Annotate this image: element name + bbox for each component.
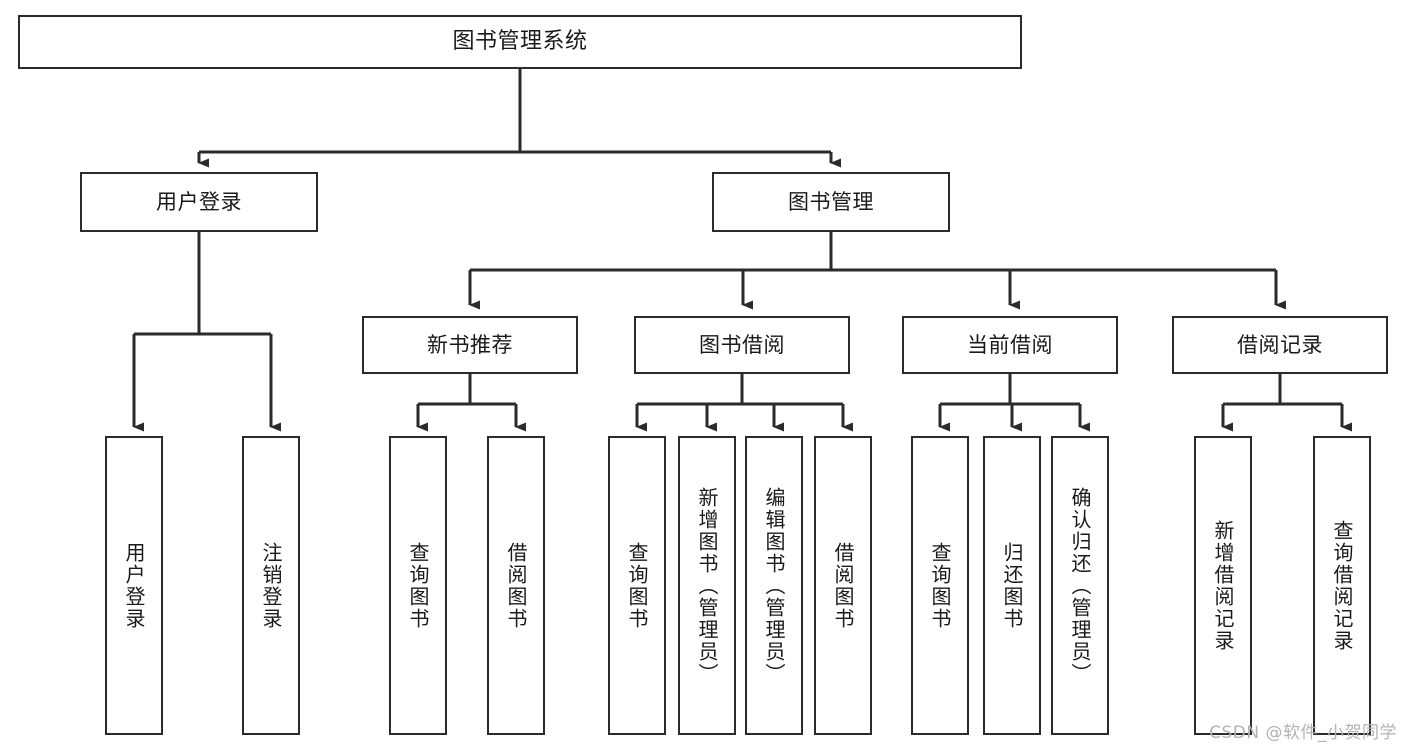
node-label: 用户登录 xyxy=(156,189,242,214)
leaf-borrow-book-recommendation[interactable]: 借阅图书 xyxy=(487,436,545,735)
leaf-add-borrow-record[interactable]: 新增借阅记录 xyxy=(1194,436,1252,735)
node-label: 图书借阅 xyxy=(699,332,785,357)
node-label: 图书管理系统 xyxy=(452,28,588,54)
node-label: 新增图书（管理员） xyxy=(695,486,719,685)
node-label: 查询图书 xyxy=(406,541,430,630)
node-root-system[interactable]: 图书管理系统 xyxy=(18,15,1022,69)
node-book-borrow[interactable]: 图书借阅 xyxy=(634,316,850,374)
node-label: 借阅图书 xyxy=(831,541,855,630)
leaf-add-book-admin[interactable]: 新增图书（管理员） xyxy=(678,436,736,735)
node-label: 注销登录 xyxy=(259,541,283,630)
node-label: 借阅图书 xyxy=(504,541,528,630)
node-label: 确认归还（管理员） xyxy=(1068,486,1092,685)
node-label: 新书推荐 xyxy=(427,332,513,357)
leaf-confirm-return-admin[interactable]: 确认归还（管理员） xyxy=(1051,436,1109,735)
leaf-borrow-book[interactable]: 借阅图书 xyxy=(814,436,872,735)
node-borrow-record[interactable]: 借阅记录 xyxy=(1172,316,1388,374)
leaf-return-book[interactable]: 归还图书 xyxy=(983,436,1041,735)
node-label: 用户登录 xyxy=(122,541,146,630)
node-label: 查询图书 xyxy=(928,541,952,630)
node-label: 借阅记录 xyxy=(1237,332,1323,357)
leaf-logout[interactable]: 注销登录 xyxy=(242,436,300,735)
node-label: 图书管理 xyxy=(788,189,874,214)
node-label: 新增借阅记录 xyxy=(1211,519,1235,652)
leaf-query-book-current[interactable]: 查询图书 xyxy=(911,436,969,735)
node-new-book-recommendation[interactable]: 新书推荐 xyxy=(362,316,578,374)
leaf-query-book-recommendation[interactable]: 查询图书 xyxy=(389,436,447,735)
node-label: 归还图书 xyxy=(1000,541,1024,630)
node-label: 编辑图书（管理员） xyxy=(762,486,786,685)
node-user-login[interactable]: 用户登录 xyxy=(80,172,318,232)
leaf-edit-book-admin[interactable]: 编辑图书（管理员） xyxy=(745,436,803,735)
watermark: CSDN @软件_小贺同学 xyxy=(1209,723,1397,743)
node-label: 当前借阅 xyxy=(967,332,1053,357)
node-book-management[interactable]: 图书管理 xyxy=(712,172,950,232)
node-current-borrow[interactable]: 当前借阅 xyxy=(902,316,1118,374)
node-label: 查询借阅记录 xyxy=(1330,519,1354,652)
leaf-query-borrow-record[interactable]: 查询借阅记录 xyxy=(1313,436,1371,735)
leaf-query-book-borrow[interactable]: 查询图书 xyxy=(608,436,666,735)
node-label: 查询图书 xyxy=(625,541,649,630)
leaf-user-login[interactable]: 用户登录 xyxy=(105,436,163,735)
